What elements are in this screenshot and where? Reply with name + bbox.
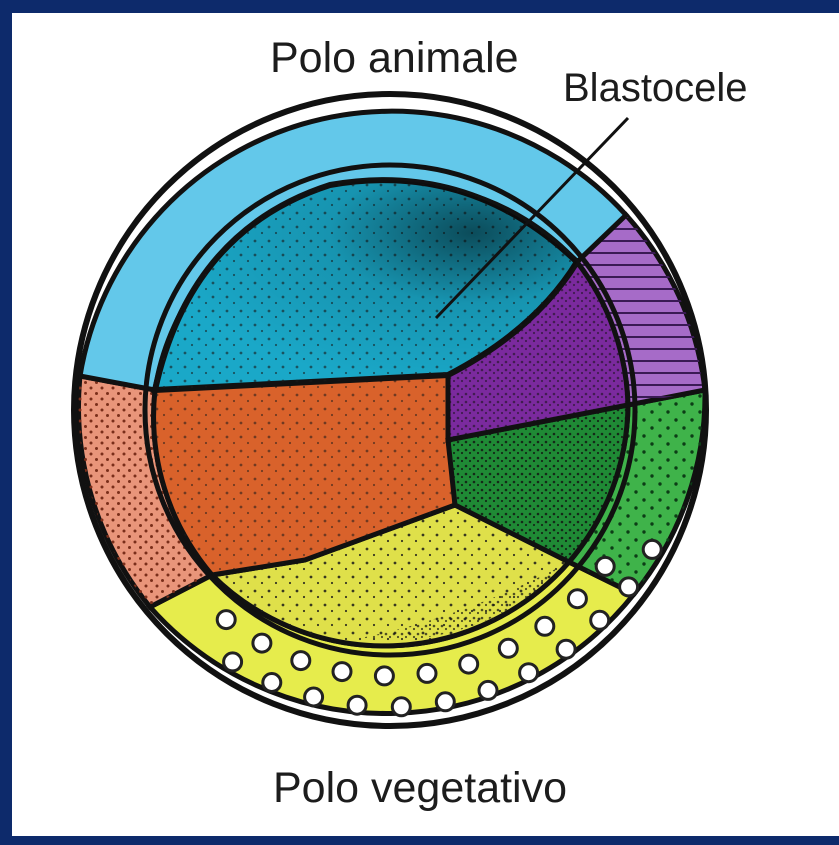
yolk-granule	[499, 639, 517, 657]
yolk-granule	[620, 578, 638, 596]
yolk-granule	[375, 667, 393, 685]
yolk-granule	[292, 652, 310, 670]
yolk-granule	[596, 557, 614, 575]
yolk-granule	[333, 663, 351, 681]
vegetal-pole-label: Polo vegetativo	[273, 764, 567, 813]
blastocoel-label: Blastocele	[563, 66, 748, 111]
yolk-granule	[520, 664, 538, 682]
yolk-granule	[263, 674, 281, 692]
yolk-granule	[479, 681, 497, 699]
yolk-granule	[392, 698, 410, 716]
yolk-granule	[591, 611, 609, 629]
yolk-granule	[224, 653, 242, 671]
yolk-granule	[348, 696, 366, 714]
yolk-granule	[418, 664, 436, 682]
animal-pole-label: Polo animale	[270, 34, 519, 83]
yolk-granule	[536, 617, 554, 635]
yolk-granule	[253, 634, 271, 652]
yolk-granule	[217, 611, 235, 629]
yolk-granule	[643, 540, 661, 558]
yolk-granule	[305, 688, 323, 706]
yolk-granule	[436, 693, 454, 711]
yolk-granule	[557, 640, 575, 658]
yolk-granule	[568, 590, 586, 608]
yolk-granule	[460, 655, 478, 673]
